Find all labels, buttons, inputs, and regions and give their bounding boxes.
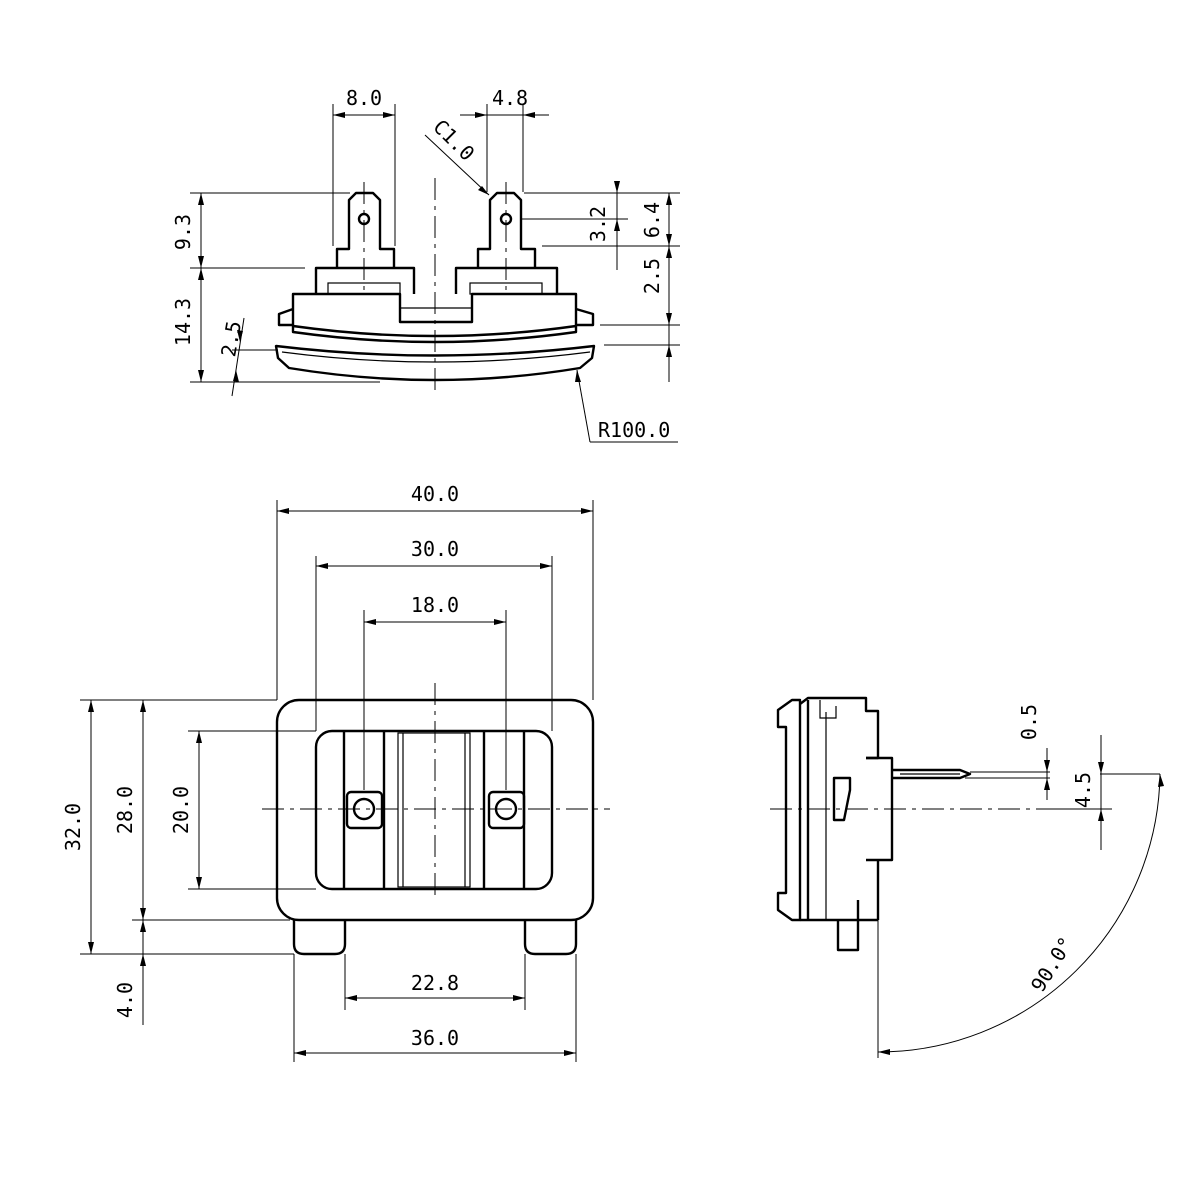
top-view-dimensions: 8.0 4.8 C1.0 9.3 14.3 2.5 [171, 86, 680, 443]
dim-front-body-height: 28.0 [113, 786, 137, 834]
front-view [262, 683, 610, 956]
dim-front-outer-height: 32.0 [61, 803, 85, 851]
dim-front-window-width: 30.0 [411, 537, 459, 561]
dim-front-outer-width: 40.0 [411, 482, 459, 506]
dim-top-body-height: 14.3 [171, 298, 195, 346]
dim-side-angle: 90.0° [1026, 932, 1078, 996]
dim-top-tab-height: 6.4 [640, 202, 664, 238]
front-view-dimensions: 40.0 30.0 18.0 32.0 28.0 20.0 [61, 482, 594, 1062]
dim-side-terminal-height: 4.5 [1071, 772, 1095, 808]
side-view-dimensions: 0.5 4.5 90.0° [877, 704, 1164, 1058]
dim-front-feet-height: 4.0 [113, 982, 137, 1018]
dim-top-terminal-height: 9.3 [171, 214, 195, 250]
dim-front-window-height: 20.0 [169, 786, 193, 834]
dim-front-feet-span: 36.0 [411, 1026, 459, 1050]
dim-top-tab-width: 4.8 [492, 86, 528, 110]
dim-top-terminal-width: 8.0 [346, 86, 382, 110]
dim-front-terminal-pitch: 18.0 [411, 593, 459, 617]
dim-front-feet-gap: 22.8 [411, 971, 459, 995]
top-view [274, 178, 596, 395]
dim-top-plate-thickness: 2.5 [216, 319, 246, 359]
dim-top-radius: R100.0 [598, 418, 670, 442]
dim-side-offset: 0.5 [1017, 704, 1041, 740]
dim-top-step: 2.5 [640, 258, 664, 294]
dim-top-hole-height: 3.2 [586, 206, 610, 242]
side-view [770, 696, 1060, 952]
dim-top-chamfer: C1.0 [428, 115, 479, 166]
